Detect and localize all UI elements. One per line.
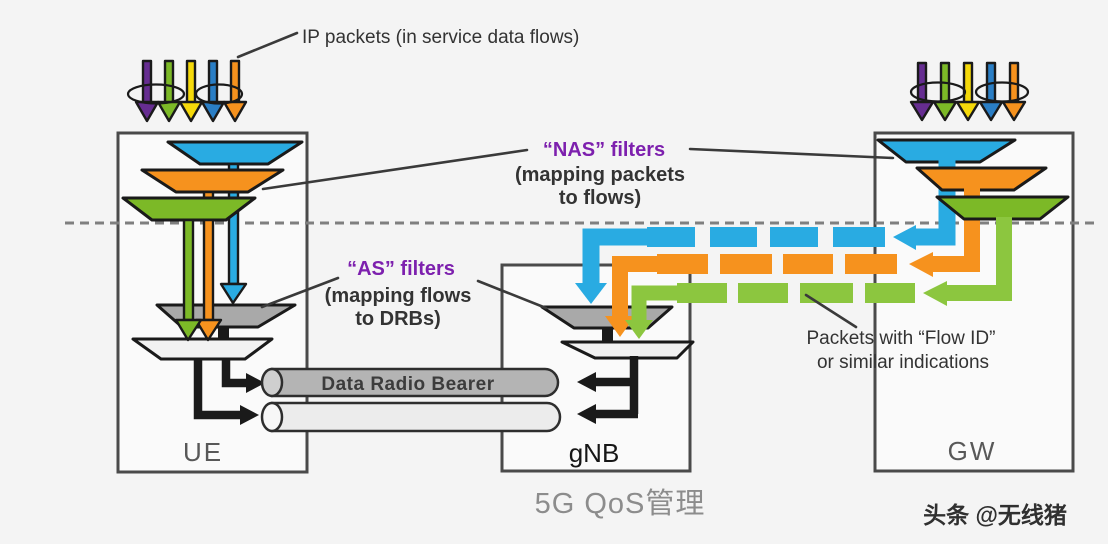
ue-flow-arrowhead-orange xyxy=(194,318,223,342)
gw-label: GW xyxy=(948,436,997,466)
flow-id-annotation: Packets with “Flow ID” or similar indica… xyxy=(807,328,996,373)
flow-pipe-elbows-gnb xyxy=(575,228,679,339)
flow-loop-ellipse xyxy=(974,81,1030,103)
flow-loop-ellipse xyxy=(909,81,967,103)
flow-pipe-dashes xyxy=(647,227,915,303)
flow-dash-segment xyxy=(710,227,757,247)
gw-nas-funnel-orange xyxy=(915,166,1048,192)
ip-packets-pointer-line xyxy=(236,31,299,59)
as-filters-line2: to DRBs) xyxy=(355,308,441,330)
flow-dash-row-blue xyxy=(647,227,885,247)
flow-id-line1: Packets with “Flow ID” xyxy=(807,328,996,349)
gw-incoming-packet-arrows xyxy=(909,61,1030,122)
drb-cylinder-top xyxy=(270,367,560,398)
packet-arrow-yellow xyxy=(955,61,981,122)
diagram-title: 5G QoS管理 xyxy=(535,487,706,520)
drb-cylinder-top-cap xyxy=(260,367,284,398)
flow-dash-segment xyxy=(720,254,772,274)
nas-filters-line2: to flows) xyxy=(559,187,641,209)
flow-elbow-green xyxy=(631,285,679,321)
flow-dash-segment xyxy=(657,254,708,274)
flow-dash-segment xyxy=(738,283,788,303)
gw-nas-funnel-blue xyxy=(876,138,1017,164)
flow-elbow-orange xyxy=(612,256,659,317)
gw-flow-elbow-green xyxy=(947,217,1012,301)
flow-arrowhead-blue xyxy=(575,283,607,304)
drb-label: Data Radio Bearer xyxy=(321,374,494,395)
flow-elbow-blue xyxy=(582,228,648,284)
ue-funnel-stem xyxy=(218,327,229,340)
as-filters-title: “AS” filters xyxy=(347,258,455,280)
ue-drb-elbow-upper xyxy=(221,359,246,388)
flow-arrowhead-green xyxy=(625,320,653,339)
flow-dash-segment xyxy=(770,227,818,247)
flow-dash-segment xyxy=(677,283,727,303)
nas-filters-title: “NAS” filters xyxy=(543,139,665,161)
flow-id-line2: or similar indications xyxy=(817,352,989,373)
flow-dash-segment xyxy=(647,227,695,247)
packet-arrow-purple xyxy=(134,59,160,123)
as-filters-line1: (mapping flows xyxy=(325,285,472,307)
flow-dash-segment xyxy=(845,254,897,274)
nas-pointer-line-right xyxy=(688,147,895,160)
gw-nas-funnel-green xyxy=(935,195,1070,221)
ip-packets-label: IP packets (in service data flows) xyxy=(302,27,579,48)
watermark: 头条 @无线猪 xyxy=(923,502,1067,528)
gnb-drb-arrowhead-upper xyxy=(577,372,596,392)
ue-flow-line-green xyxy=(182,218,195,322)
as-filters-annotation: “AS” filters (mapping flows to DRBs) xyxy=(325,258,472,330)
drb-cylinder-bottom xyxy=(270,401,562,433)
packet-arrow-yellow xyxy=(178,59,204,123)
ue-incoming-packet-arrows xyxy=(126,59,248,123)
ue-drb-elbow-lower xyxy=(193,359,240,420)
nas-filters-line1: (mapping packets xyxy=(515,164,685,186)
flow-dash-row-green xyxy=(677,283,915,303)
ue-nas-funnel-green xyxy=(121,196,257,222)
gnb-funnel-stem xyxy=(602,328,613,342)
ue-flow-line-orange xyxy=(202,218,215,322)
gw-filters xyxy=(876,138,1070,306)
gnb-label: gNB xyxy=(569,438,620,468)
ue-drb-arrowhead-lower xyxy=(240,405,259,425)
ue-filters xyxy=(121,140,304,425)
gnb-as-funnel-light xyxy=(560,340,695,360)
ue-as-funnel-light xyxy=(131,337,274,361)
flow-dash-segment xyxy=(833,227,885,247)
drb-cylinder-bottom-cap xyxy=(260,401,284,433)
flow-loop-ellipse xyxy=(194,83,244,105)
flow-dash-segment xyxy=(800,283,853,303)
flow-dash-segment xyxy=(865,283,915,303)
gw-flow-arrowhead-green xyxy=(923,281,947,306)
gnb-drb-arrowhead-lower xyxy=(577,404,596,424)
gw-flow-arrowhead-blue xyxy=(893,225,916,250)
flow-dash-segment xyxy=(783,254,833,274)
as-pointer-line-right xyxy=(476,279,548,310)
ue-flow-arrowhead-blue xyxy=(219,282,248,305)
ue-nas-funnel-orange xyxy=(140,168,285,194)
nas-pointer-line-left xyxy=(261,148,529,191)
ue-flow-arrowhead-green xyxy=(174,318,203,342)
flow-loop-ellipse xyxy=(126,83,186,105)
ue-label: UE xyxy=(183,437,223,467)
ue-nas-funnel-blue xyxy=(166,140,304,166)
data-radio-bearers: Data Radio Bearer xyxy=(260,367,562,433)
flow-dash-row-orange xyxy=(657,254,897,274)
as-pointer-line-left xyxy=(260,276,340,309)
ue-drb-arrowhead-upper xyxy=(246,373,265,393)
flow-id-pointer-line xyxy=(804,293,858,329)
nas-filters-annotation: “NAS” filters (mapping packets to flows) xyxy=(515,139,685,209)
gw-flow-arrowhead-orange xyxy=(909,252,933,277)
